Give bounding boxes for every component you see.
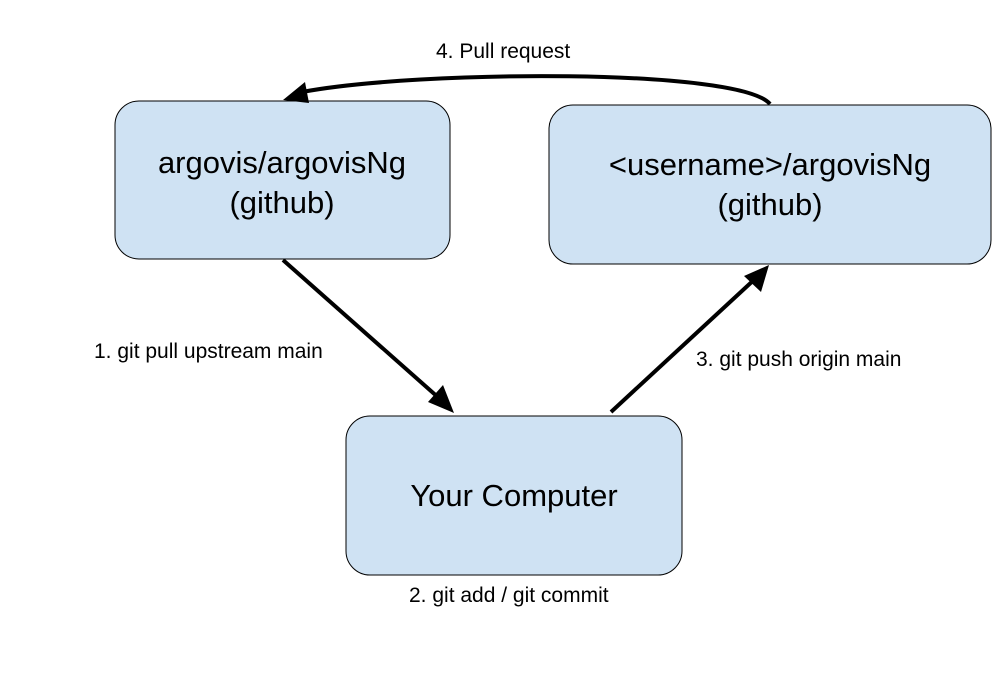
pull-request-label: 4. Pull request: [436, 40, 570, 63]
pull-request-arrowhead: [283, 82, 309, 103]
push-origin-label: 3. git push origin main: [696, 348, 901, 371]
fork-repo-box: [548, 104, 992, 265]
local-computer-label: Your Computer: [410, 478, 617, 513]
pull-request-arrow: [283, 74, 772, 106]
push-origin-arrowhead: [744, 265, 769, 292]
push-origin-arrow: [609, 265, 769, 414]
upstream-repo-box: [114, 100, 451, 260]
local-computer-node: Your Computer: [345, 415, 683, 576]
push-origin-arrow-line: [609, 276, 758, 414]
upstream-repo-host: (github): [229, 185, 334, 220]
fork-repo-name: <username>/argovisNg: [609, 147, 931, 182]
pull-upstream-arrow: [281, 258, 454, 413]
pull-request-arrow-line: [301, 74, 772, 106]
fork-repo-node: <username>/argovisNg (github): [548, 104, 992, 265]
pull-upstream-label: 1. git pull upstream main: [94, 340, 323, 363]
fork-repo-host: (github): [717, 187, 822, 222]
pull-upstream-arrow-line: [281, 258, 442, 401]
upstream-repo-name: argovis/argovisNg: [158, 145, 406, 180]
local-computer-box: [345, 415, 683, 576]
upstream-repo-node: argovis/argovisNg (github): [114, 100, 451, 260]
pull-upstream-arrowhead: [428, 385, 454, 413]
commit-label: 2. git add / git commit: [409, 584, 609, 607]
